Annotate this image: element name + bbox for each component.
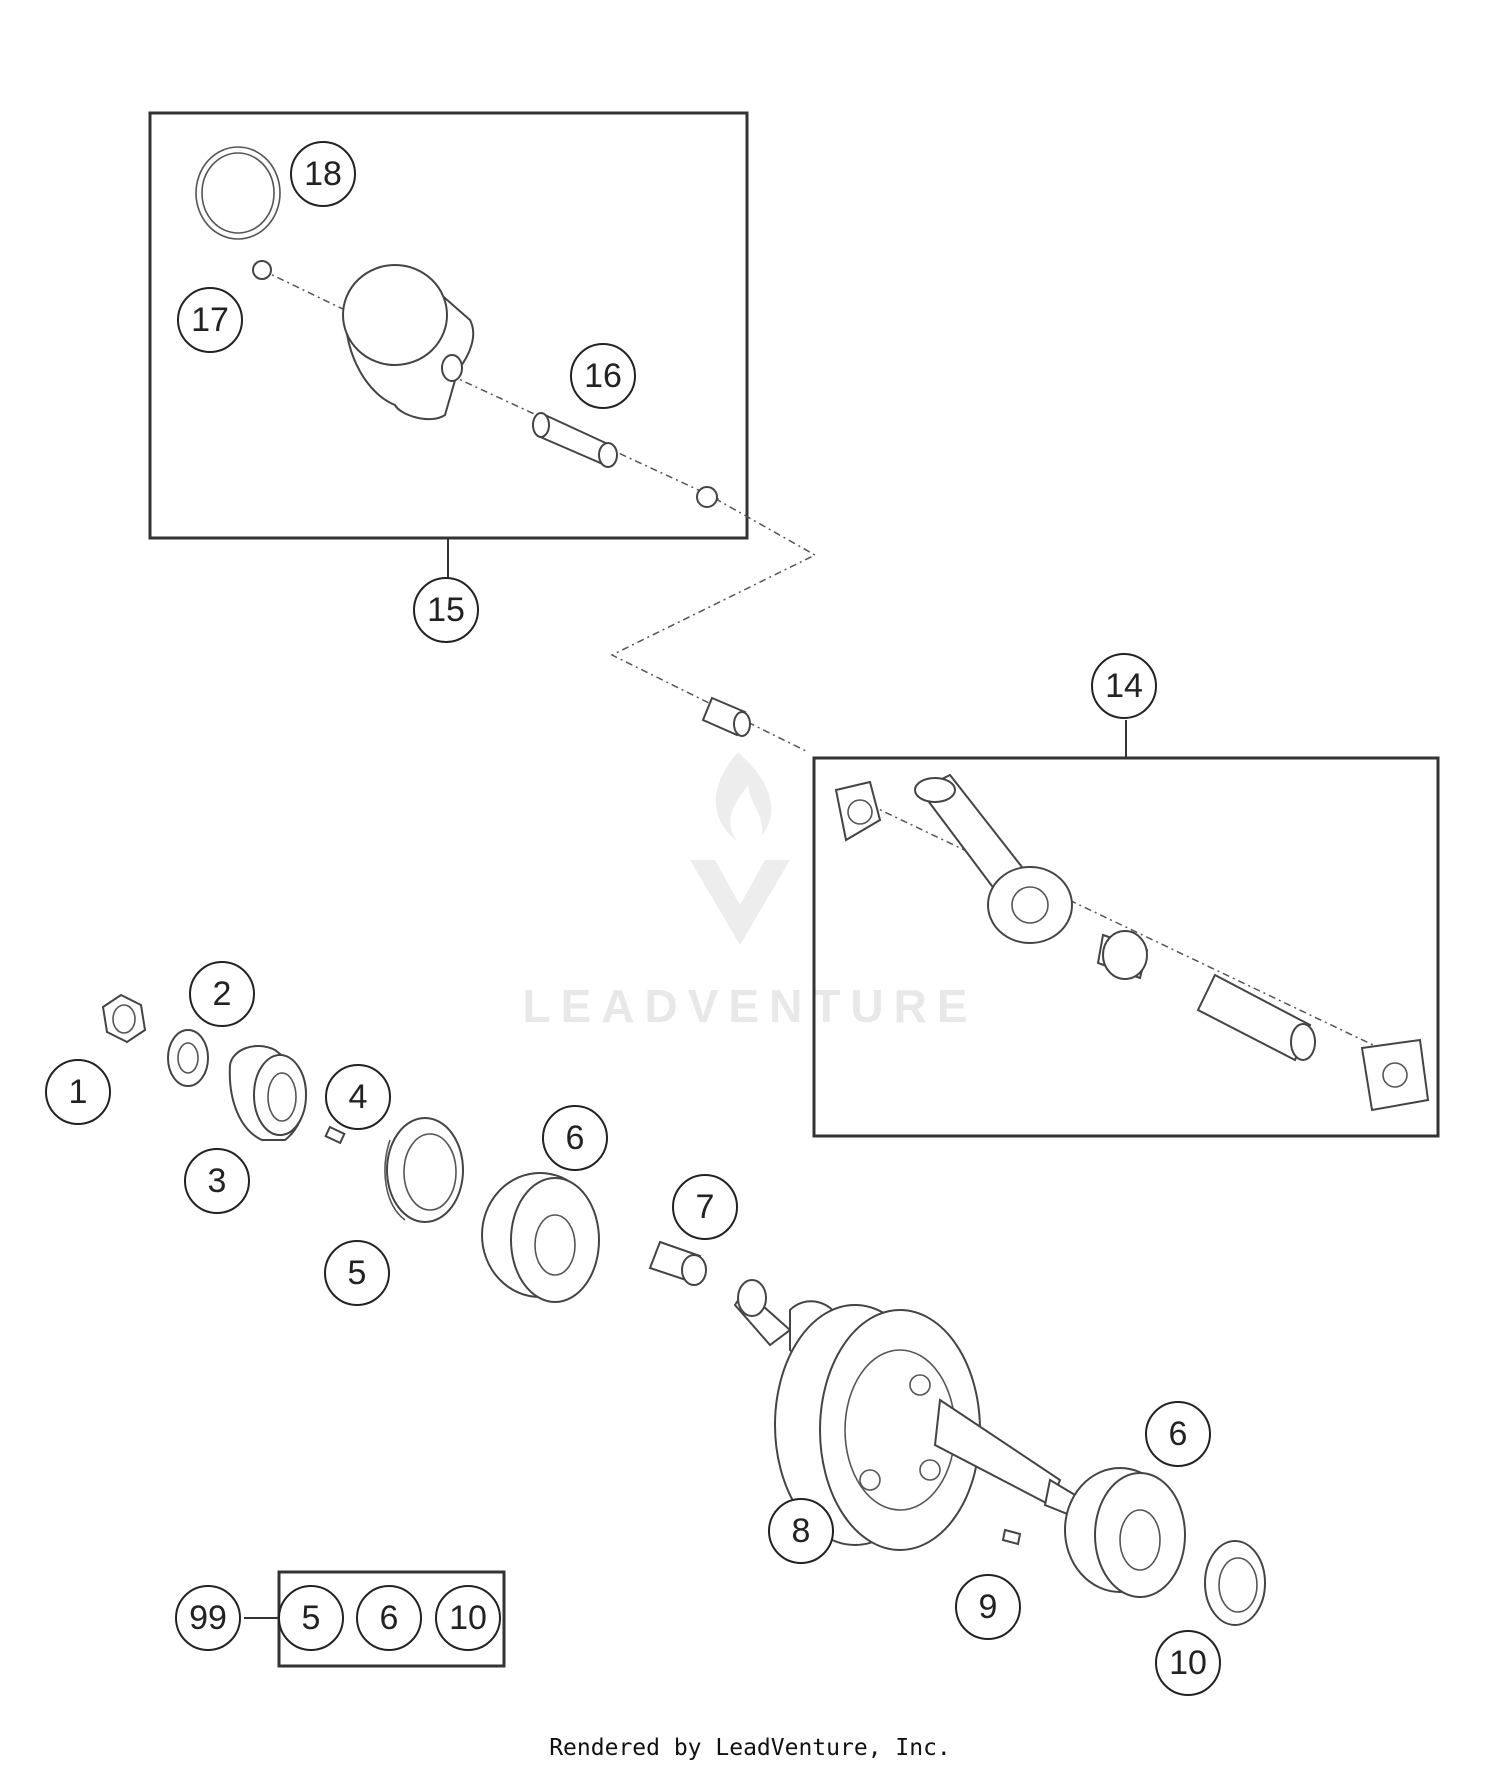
svg-text:1: 1 bbox=[69, 1073, 88, 1111]
svg-text:99: 99 bbox=[189, 1599, 227, 1637]
callout-2: 2 bbox=[189, 961, 255, 1027]
svg-text:7: 7 bbox=[696, 1188, 715, 1226]
svg-text:18: 18 bbox=[304, 155, 342, 193]
svg-text:16: 16 bbox=[584, 357, 622, 395]
svg-text:8: 8 bbox=[792, 1512, 811, 1550]
callout-10: 10 bbox=[1155, 1630, 1221, 1696]
svg-text:17: 17 bbox=[191, 301, 229, 339]
crank-bushing-part bbox=[648, 1240, 707, 1286]
svg-text:10: 10 bbox=[449, 1599, 487, 1637]
piston-pin-part bbox=[532, 412, 618, 468]
svg-text:9: 9 bbox=[979, 1588, 998, 1626]
callout-4: 4 bbox=[325, 1064, 391, 1130]
callout-1: 1 bbox=[45, 1059, 111, 1125]
callout-6-left: 6 bbox=[542, 1105, 608, 1171]
svg-text:4: 4 bbox=[349, 1078, 368, 1116]
svg-text:6: 6 bbox=[566, 1119, 585, 1157]
svg-text:2: 2 bbox=[213, 975, 232, 1013]
watermark-text: LEADVENTURE bbox=[522, 980, 977, 1032]
shaft-seal-part bbox=[384, 1117, 464, 1223]
bearing-part-right bbox=[1064, 1467, 1186, 1598]
callout-9: 9 bbox=[955, 1574, 1021, 1640]
piston-part bbox=[342, 264, 475, 421]
svg-text:14: 14 bbox=[1105, 667, 1143, 705]
kit-item-callout: 10 bbox=[435, 1585, 501, 1651]
callout-16: 16 bbox=[570, 343, 636, 409]
nut-part bbox=[101, 993, 147, 1044]
kit-item-callout: 5 bbox=[278, 1585, 344, 1651]
bearing-part-left bbox=[481, 1172, 600, 1303]
svg-text:6: 6 bbox=[1169, 1415, 1188, 1453]
piston-ring-part bbox=[195, 146, 281, 240]
bushing-part bbox=[701, 696, 751, 737]
gear-part bbox=[228, 1045, 307, 1141]
conrod-assembly-part bbox=[834, 773, 1430, 1112]
circlip-part-right bbox=[696, 486, 718, 508]
svg-text:15: 15 bbox=[427, 591, 465, 629]
callout-15: 15 bbox=[413, 577, 479, 643]
washer-part bbox=[167, 1029, 209, 1087]
svg-text:5: 5 bbox=[302, 1599, 321, 1637]
callout-18: 18 bbox=[290, 141, 356, 207]
crankshaft-part bbox=[733, 1279, 1077, 1551]
seal-part-right bbox=[1204, 1540, 1266, 1626]
kit-item-callout: 6 bbox=[356, 1585, 422, 1651]
svg-text:10: 10 bbox=[1169, 1644, 1207, 1682]
footer-credit: Rendered by LeadVenture, Inc. bbox=[549, 1735, 951, 1761]
callout-8: 8 bbox=[768, 1498, 834, 1564]
svg-text:5: 5 bbox=[348, 1254, 367, 1292]
circlip-part bbox=[252, 260, 272, 280]
callout-17: 17 bbox=[177, 287, 243, 353]
callout-6-right: 6 bbox=[1145, 1401, 1211, 1467]
callout-5: 5 bbox=[324, 1240, 390, 1306]
svg-text:3: 3 bbox=[208, 1162, 227, 1200]
callout-14: 14 bbox=[1091, 653, 1157, 719]
watermark-logo: LEADVENTURE bbox=[522, 752, 977, 1032]
callout-3: 3 bbox=[184, 1148, 250, 1214]
crank-key-part bbox=[1001, 1528, 1022, 1546]
key-part bbox=[324, 1125, 346, 1145]
callout-7: 7 bbox=[672, 1174, 738, 1240]
svg-text:6: 6 bbox=[380, 1599, 399, 1637]
kit-callout-99: 99 bbox=[175, 1585, 241, 1651]
